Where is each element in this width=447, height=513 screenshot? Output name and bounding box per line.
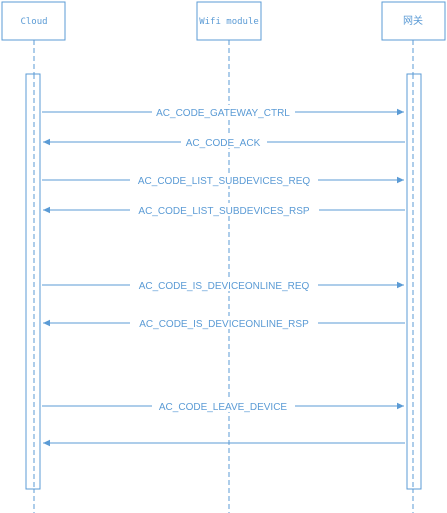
message-list-subdevices-req: AC_CODE_LIST_SUBDEVICES_REQ — [42, 173, 404, 187]
message-label-bg — [130, 316, 318, 329]
message-label-bg — [152, 399, 295, 412]
message-list-subdevices-rsp: AC_CODE_LIST_SUBDEVICES_RSP — [43, 203, 405, 217]
message-label-bg — [130, 173, 318, 186]
message-label: AC_CODE_IS_DEVICEONLINE_REQ — [139, 281, 310, 292]
participant-gateway: 网关 — [381, 1, 446, 513]
message-label: AC_CODE_LEAVE_DEVICE — [159, 402, 288, 413]
message-label-bg — [152, 105, 295, 118]
participant-wifi-module: Wifi module — [196, 1, 262, 513]
message-is-deviceonline-rsp: AC_CODE_IS_DEVICEONLINE_RSP — [43, 316, 405, 330]
activation-bar-cloud — [25, 73, 41, 490]
message-label-bg — [181, 135, 267, 148]
message-label: AC_CODE_IS_DEVICEONLINE_RSP — [139, 319, 309, 330]
message-label-bg — [130, 203, 319, 216]
participant-wifi-module-box — [196, 1, 262, 41]
message-gateway-ctrl: AC_CODE_GATEWAY_CTRL — [42, 105, 404, 119]
message-label: AC_CODE_ACK — [186, 138, 261, 149]
participant-cloud-label: Cloud — [20, 17, 47, 27]
participant-cloud-box — [1, 1, 66, 41]
message-leave-device: AC_CODE_LEAVE_DEVICE — [42, 399, 404, 413]
activation-bar-gateway — [406, 73, 422, 490]
participant-wifi-module-label: Wifi module — [199, 17, 259, 27]
message-label: AC_CODE_LIST_SUBDEVICES_RSP — [138, 206, 310, 217]
message-label-bg — [130, 278, 318, 291]
message-ack: AC_CODE_ACK — [43, 135, 405, 149]
message-label: AC_CODE_GATEWAY_CTRL — [156, 108, 290, 119]
participant-gateway-box — [381, 1, 446, 41]
participant-gateway-label: 网关 — [403, 14, 423, 27]
message-is-deviceonline-req: AC_CODE_IS_DEVICEONLINE_REQ — [42, 278, 404, 292]
message-label: AC_CODE_LIST_SUBDEVICES_REQ — [138, 176, 311, 187]
